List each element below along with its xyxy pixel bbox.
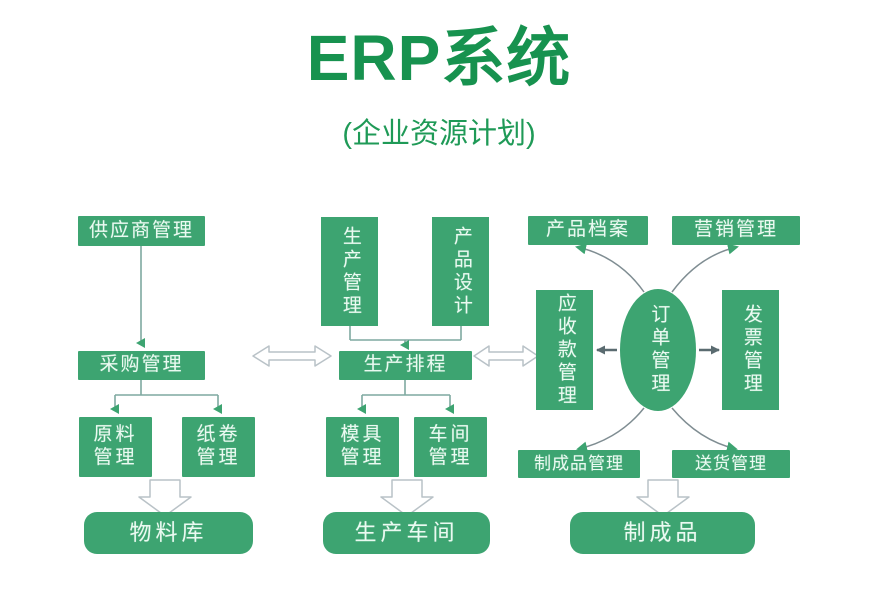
arrow-purchase-branch [110, 379, 222, 414]
node-supplier-mgmt[interactable]: 供应商管理 [78, 216, 205, 246]
node-workshop-mgmt[interactable]: 车间 管理 [414, 417, 487, 477]
node-product-design[interactable]: 产品设计 [432, 217, 489, 326]
node-purchase-mgmt[interactable]: 采购管理 [78, 351, 205, 380]
hollow-double-arrow-purchase-schedule [252, 345, 332, 367]
node-production-workshop[interactable]: 生产车间 [323, 512, 490, 554]
hollow-arrow-to-material-warehouse [138, 479, 192, 517]
node-material-warehouse[interactable]: 物料库 [84, 512, 253, 554]
arrow-production-to-schedule [349, 326, 462, 350]
node-mold-mgmt[interactable]: 模具 管理 [326, 417, 399, 477]
node-production-mgmt[interactable]: 生产管理 [321, 217, 378, 326]
node-invoice-mgmt[interactable]: 发票管理 [722, 290, 779, 410]
node-delivery-mgmt[interactable]: 送货管理 [672, 450, 790, 478]
curve-order-to-product-archive [575, 243, 645, 293]
node-paper-roll-mgmt[interactable]: 纸卷 管理 [182, 417, 255, 477]
hollow-double-arrow-schedule-receivables [473, 345, 539, 367]
arrow-schedule-branch [357, 379, 454, 414]
hollow-arrow-to-production-workshop [380, 479, 434, 517]
curve-order-to-delivery-mgmt [671, 407, 738, 453]
page-subtitle: (企业资源计划) [342, 118, 536, 150]
node-finished-goods[interactable]: 制成品 [570, 512, 755, 554]
node-order-mgmt[interactable]: 订单管理 [620, 289, 696, 411]
curve-order-to-marketing [671, 243, 739, 293]
node-marketing-mgmt[interactable]: 营销管理 [672, 216, 800, 245]
node-receivables-mgmt[interactable]: 应收款管理 [536, 290, 593, 410]
hollow-arrow-to-finished-goods [636, 479, 690, 517]
curve-order-to-finished-goods-mgmt [576, 407, 645, 453]
node-production-schedule[interactable]: 生产排程 [339, 351, 472, 380]
node-finished-goods-mgmt[interactable]: 制成品管理 [518, 450, 640, 478]
node-raw-material-mgmt[interactable]: 原料 管理 [79, 417, 152, 477]
page-title: ERP系统 [306, 22, 572, 94]
node-product-archive[interactable]: 产品档案 [528, 216, 648, 245]
